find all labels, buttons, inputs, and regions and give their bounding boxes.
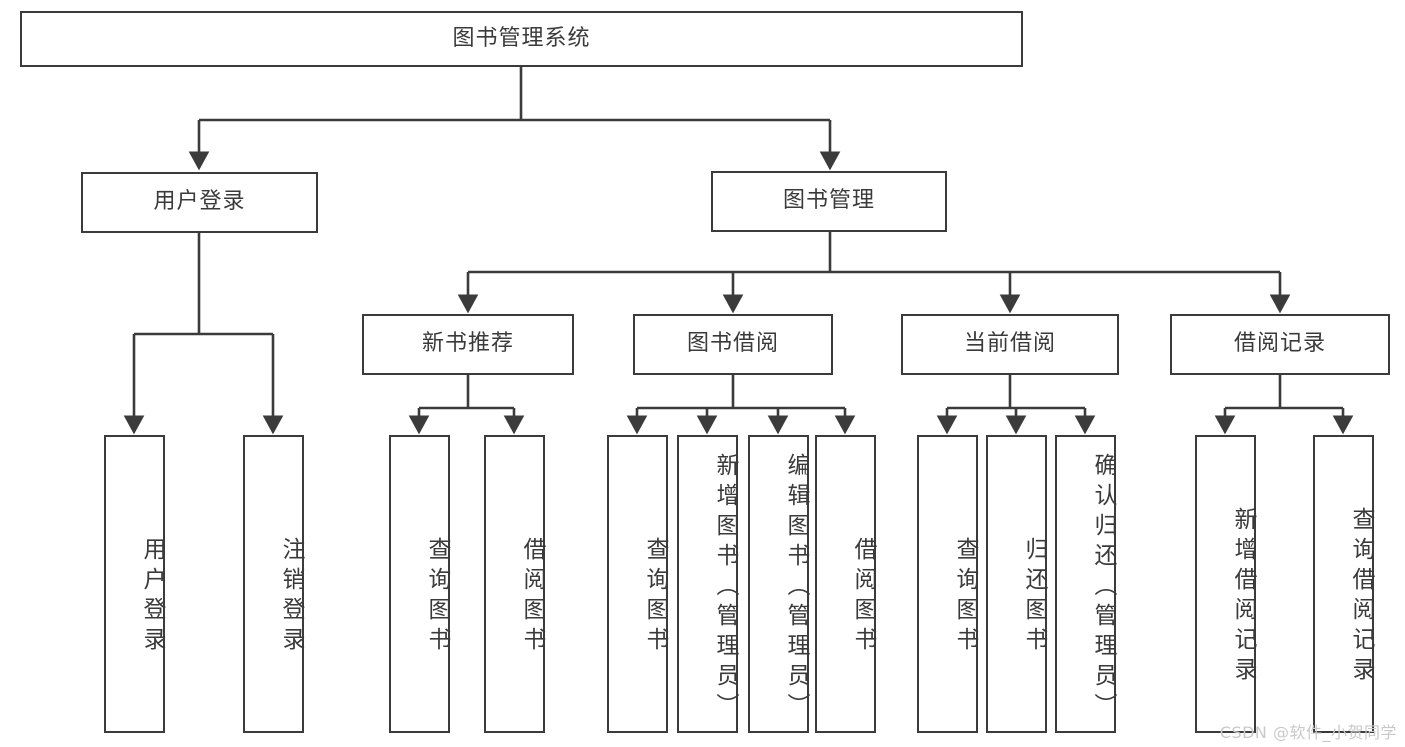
node-new-book-rec[interactable]: 新书推荐 bbox=[362, 314, 574, 375]
node-leaf-add-record[interactable]: 新增借阅记录 bbox=[1195, 435, 1256, 733]
node-user-login[interactable]: 用户登录 bbox=[81, 172, 318, 233]
node-leaf-edit-book[interactable]: 编辑图书（管理员） bbox=[748, 435, 809, 733]
node-leaf-borrow-book-rec-label: 借阅图书 bbox=[519, 537, 545, 657]
node-book-manage-label: 图书管理 bbox=[782, 188, 875, 214]
node-leaf-borrow-book-bor[interactable]: 借阅图书 bbox=[815, 435, 876, 733]
node-leaf-return-book[interactable]: 归还图书 bbox=[986, 435, 1047, 733]
node-leaf-return-book-label: 归还图书 bbox=[1021, 537, 1047, 657]
node-book-borrow-label: 图书借阅 bbox=[686, 331, 779, 357]
node-leaf-borrow-book-bor-label: 借阅图书 bbox=[850, 537, 876, 657]
node-leaf-query-book-bor-label: 查询图书 bbox=[642, 537, 668, 657]
node-leaf-user-login[interactable]: 用户登录 bbox=[104, 435, 165, 733]
csdn-watermark: CSDN @软件_小贺同学 bbox=[1219, 723, 1397, 742]
node-current-borrow[interactable]: 当前借阅 bbox=[901, 314, 1119, 375]
node-leaf-edit-book-label: 编辑图书（管理员） bbox=[783, 453, 809, 723]
node-leaf-user-logout-label: 注销登录 bbox=[278, 537, 304, 657]
node-user-login-label: 用户登录 bbox=[153, 189, 246, 215]
node-leaf-add-record-label: 新增借阅记录 bbox=[1230, 507, 1256, 687]
node-leaf-borrow-book-rec[interactable]: 借阅图书 bbox=[484, 435, 545, 733]
node-root-label: 图书管理系统 bbox=[452, 25, 591, 51]
node-leaf-user-logout[interactable]: 注销登录 bbox=[243, 435, 304, 733]
node-leaf-add-book-label: 新增图书（管理员） bbox=[712, 453, 738, 723]
node-leaf-query-book-cur-label: 查询图书 bbox=[952, 537, 978, 657]
node-borrow-record[interactable]: 借阅记录 bbox=[1170, 314, 1390, 375]
node-current-borrow-label: 当前借阅 bbox=[963, 331, 1056, 357]
node-leaf-confirm-return-label: 确认归还（管理员） bbox=[1090, 453, 1116, 723]
node-leaf-add-book[interactable]: 新增图书（管理员） bbox=[677, 435, 738, 733]
node-leaf-query-book-bor[interactable]: 查询图书 bbox=[607, 435, 668, 733]
node-book-borrow[interactable]: 图书借阅 bbox=[633, 314, 833, 375]
node-leaf-confirm-return[interactable]: 确认归还（管理员） bbox=[1055, 435, 1116, 733]
node-leaf-query-book-rec[interactable]: 查询图书 bbox=[389, 435, 450, 733]
node-new-book-rec-label: 新书推荐 bbox=[421, 331, 514, 357]
node-leaf-query-record[interactable]: 查询借阅记录 bbox=[1313, 435, 1374, 733]
node-leaf-query-book-rec-label: 查询图书 bbox=[424, 537, 450, 657]
node-leaf-query-book-cur[interactable]: 查询图书 bbox=[917, 435, 978, 733]
node-leaf-query-record-label: 查询借阅记录 bbox=[1348, 507, 1374, 687]
node-borrow-record-label: 借阅记录 bbox=[1233, 331, 1326, 357]
node-book-manage[interactable]: 图书管理 bbox=[711, 171, 947, 232]
node-leaf-user-login-label: 用户登录 bbox=[139, 537, 165, 657]
node-root[interactable]: 图书管理系统 bbox=[20, 11, 1023, 67]
